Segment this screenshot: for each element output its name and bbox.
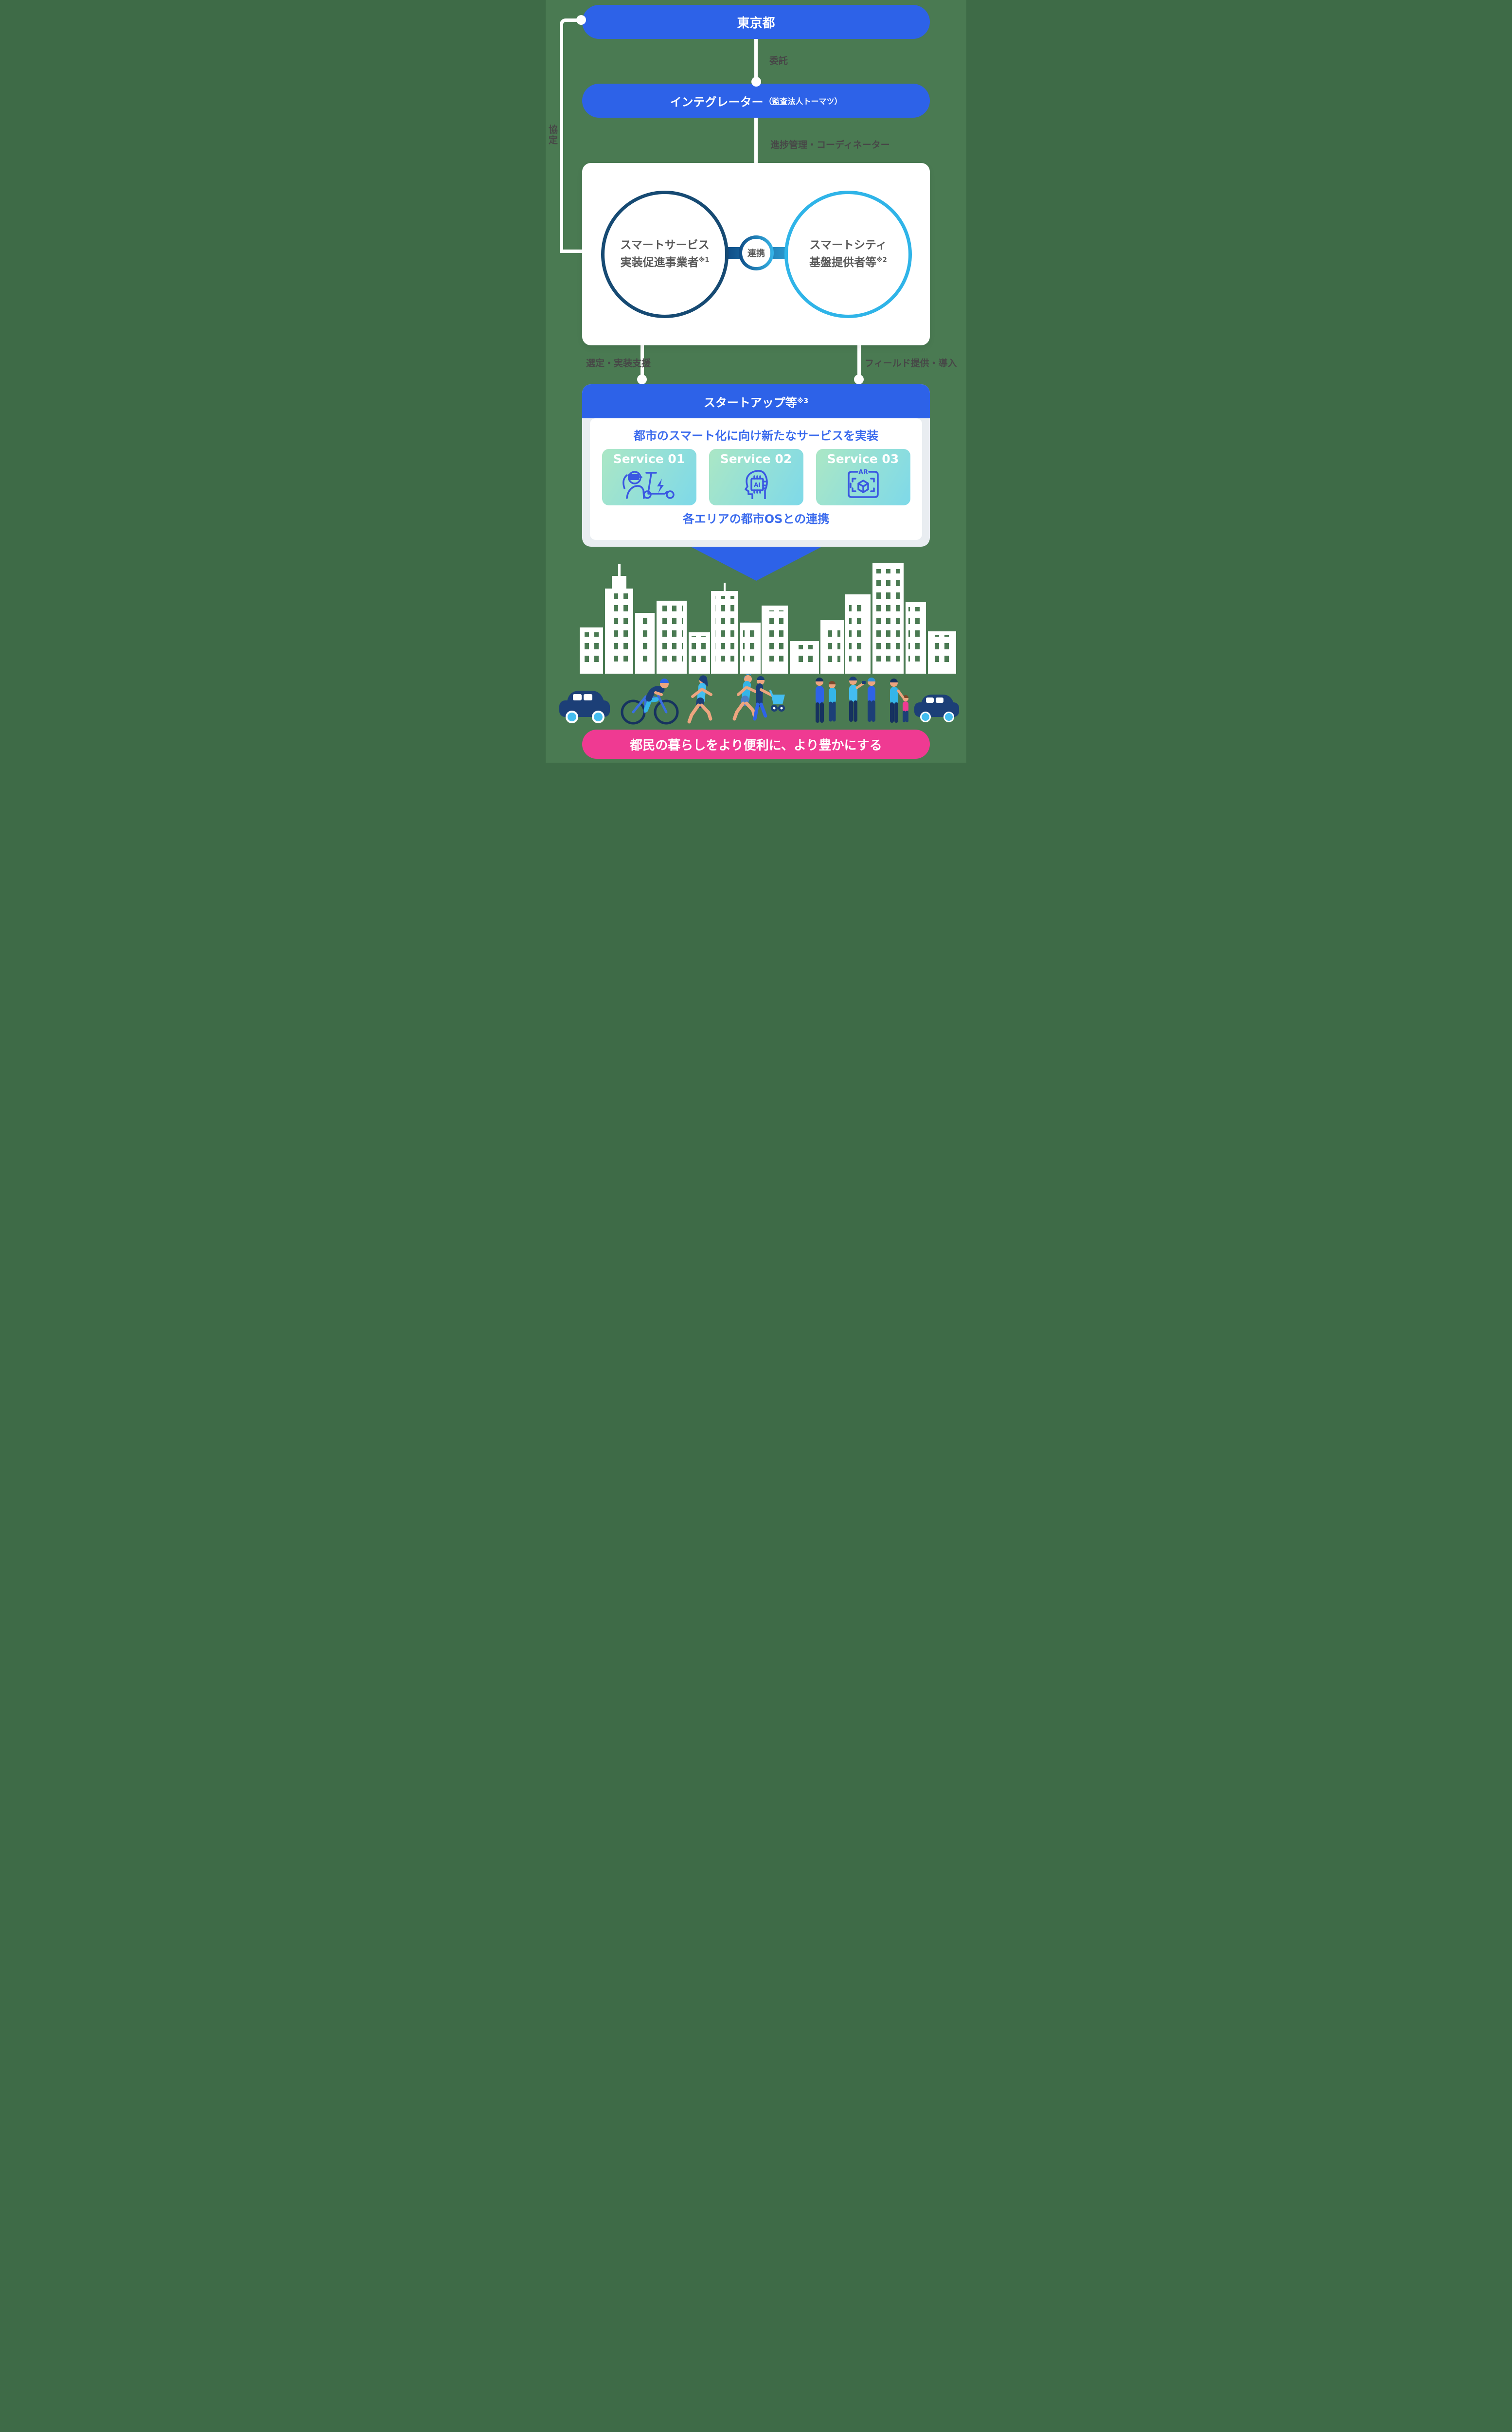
agreement-connector-foot xyxy=(560,250,604,253)
startup-title: スタートアップ等 xyxy=(703,395,797,410)
integrator-label: インテグレーター xyxy=(670,95,764,109)
connector-dot xyxy=(637,375,647,384)
smart-service-line1: スマートサービス xyxy=(620,239,710,252)
city-illustration xyxy=(559,563,959,725)
tokyo-pill: 東京都 xyxy=(582,5,930,39)
platform-provider-circle: スマートシティ 基盤提供者等※2 xyxy=(784,191,912,318)
service-3-label: Service 03 xyxy=(827,452,899,466)
startup-card: スタートアップ等※3 都市のスマート化に向け新たなサービスを実装 Service… xyxy=(582,384,930,547)
ar-cube-icon: AR xyxy=(847,469,879,498)
platform-provider-line1: スマートシティ xyxy=(809,239,887,252)
agreement-connector-line xyxy=(560,18,582,253)
startup-header: スタートアップ等※3 xyxy=(582,384,930,418)
consign-connector-line xyxy=(754,39,758,85)
service-1-label: Service 01 xyxy=(613,452,685,466)
platform-provider-note: ※2 xyxy=(876,256,887,264)
link-badge-label: 連携 xyxy=(742,239,770,267)
tokyo-label: 東京都 xyxy=(737,16,775,31)
vr-scooter-icon xyxy=(622,471,675,499)
smart-service-line2: 実装促進事業者 xyxy=(620,256,699,269)
service-tile-1: Service 01 xyxy=(602,449,696,505)
smart-service-note: ※1 xyxy=(698,256,710,264)
field-connector-line xyxy=(857,345,861,384)
edge-label-selection: 選定・実装支援 xyxy=(586,358,651,369)
cyclist xyxy=(621,679,679,725)
platform-provider-line2: 基盤提供者等 xyxy=(809,256,877,269)
ar-label-text: AR xyxy=(858,469,868,476)
goal-label: 都民の暮らしをより便利に、より豊かにする xyxy=(630,738,882,753)
link-badge: 連携 xyxy=(739,235,774,270)
selection-connector-line xyxy=(640,345,644,384)
service-2-label: Service 02 xyxy=(720,452,792,466)
ai-chip-text: AI xyxy=(754,482,761,488)
connector-dot xyxy=(576,15,586,25)
edge-label-agreement: 協定 xyxy=(547,125,558,146)
startup-heading: 都市のスマート化に向け新たなサービスを実装 xyxy=(633,429,879,443)
integrator-pill: インテグレーター（監査法人トーマツ） xyxy=(582,84,930,118)
ai-head-icon: AI xyxy=(744,470,768,499)
integrator-sublabel: （監査法人トーマツ） xyxy=(764,97,842,106)
edge-label-consign: 委託 xyxy=(769,55,788,66)
pedestrians-group xyxy=(849,677,875,722)
startup-body: 都市のスマート化に向け新たなサービスを実装 Service 01 xyxy=(590,418,922,540)
service-tile-2: Service 02 AI xyxy=(709,449,803,505)
startup-note: ※3 xyxy=(797,397,809,405)
goal-pill: 都民の暮らしをより便利に、より豊かにする xyxy=(582,730,930,759)
family xyxy=(890,679,908,723)
runners xyxy=(687,674,757,724)
progress-connector-line xyxy=(754,118,758,163)
edge-label-progress: 進捗管理・コーディネーター xyxy=(770,140,890,150)
car-icon xyxy=(914,695,959,722)
down-arrow xyxy=(691,547,822,581)
service-tiles: Service 01 Service xyxy=(602,449,910,505)
smart-service-circle: スマートサービス 実装促進事業者※1 xyxy=(601,191,729,318)
skyline-buildings xyxy=(580,563,956,674)
connector-dot xyxy=(854,375,864,384)
pedestrians-pair xyxy=(816,678,836,723)
connector-dot xyxy=(751,77,761,87)
smart-city-diagram: 協定 東京都 委託 インテグレーター（監査法人トーマツ） 進捗管理・コーディネー… xyxy=(546,0,966,763)
car-icon xyxy=(559,691,610,723)
stroller-walker xyxy=(753,676,785,721)
edge-label-field: フィールド提供・導入 xyxy=(865,358,957,369)
startup-footer: 各エリアの都市OSとの連携 xyxy=(682,512,830,526)
service-tile-3: Service 03 AR xyxy=(816,449,910,505)
